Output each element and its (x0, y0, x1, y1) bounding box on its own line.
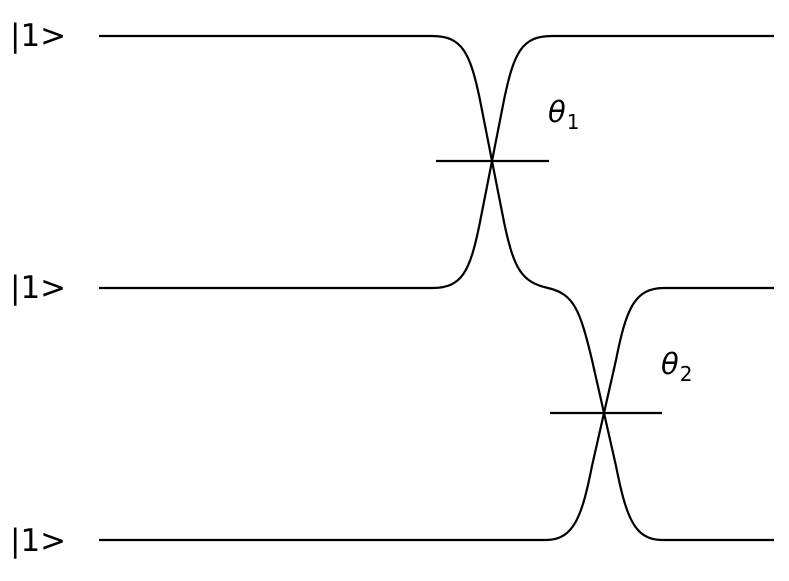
theta-2-subscript: 2 (680, 362, 693, 386)
theta-1-symbol: θ (548, 95, 566, 129)
theta-2-symbol: θ (661, 347, 679, 381)
mode-3-label: |1> (10, 523, 66, 559)
beamsplitter-1-label: θ1 (548, 95, 579, 134)
wire-mode-1 (99, 34, 774, 542)
beamsplitter-2-label: θ2 (661, 347, 692, 386)
mode-1-label: |1> (10, 18, 66, 54)
wire-mode-3 (99, 286, 774, 542)
mode-2-label: |1> (10, 270, 66, 306)
theta-1-subscript: 1 (567, 110, 580, 134)
